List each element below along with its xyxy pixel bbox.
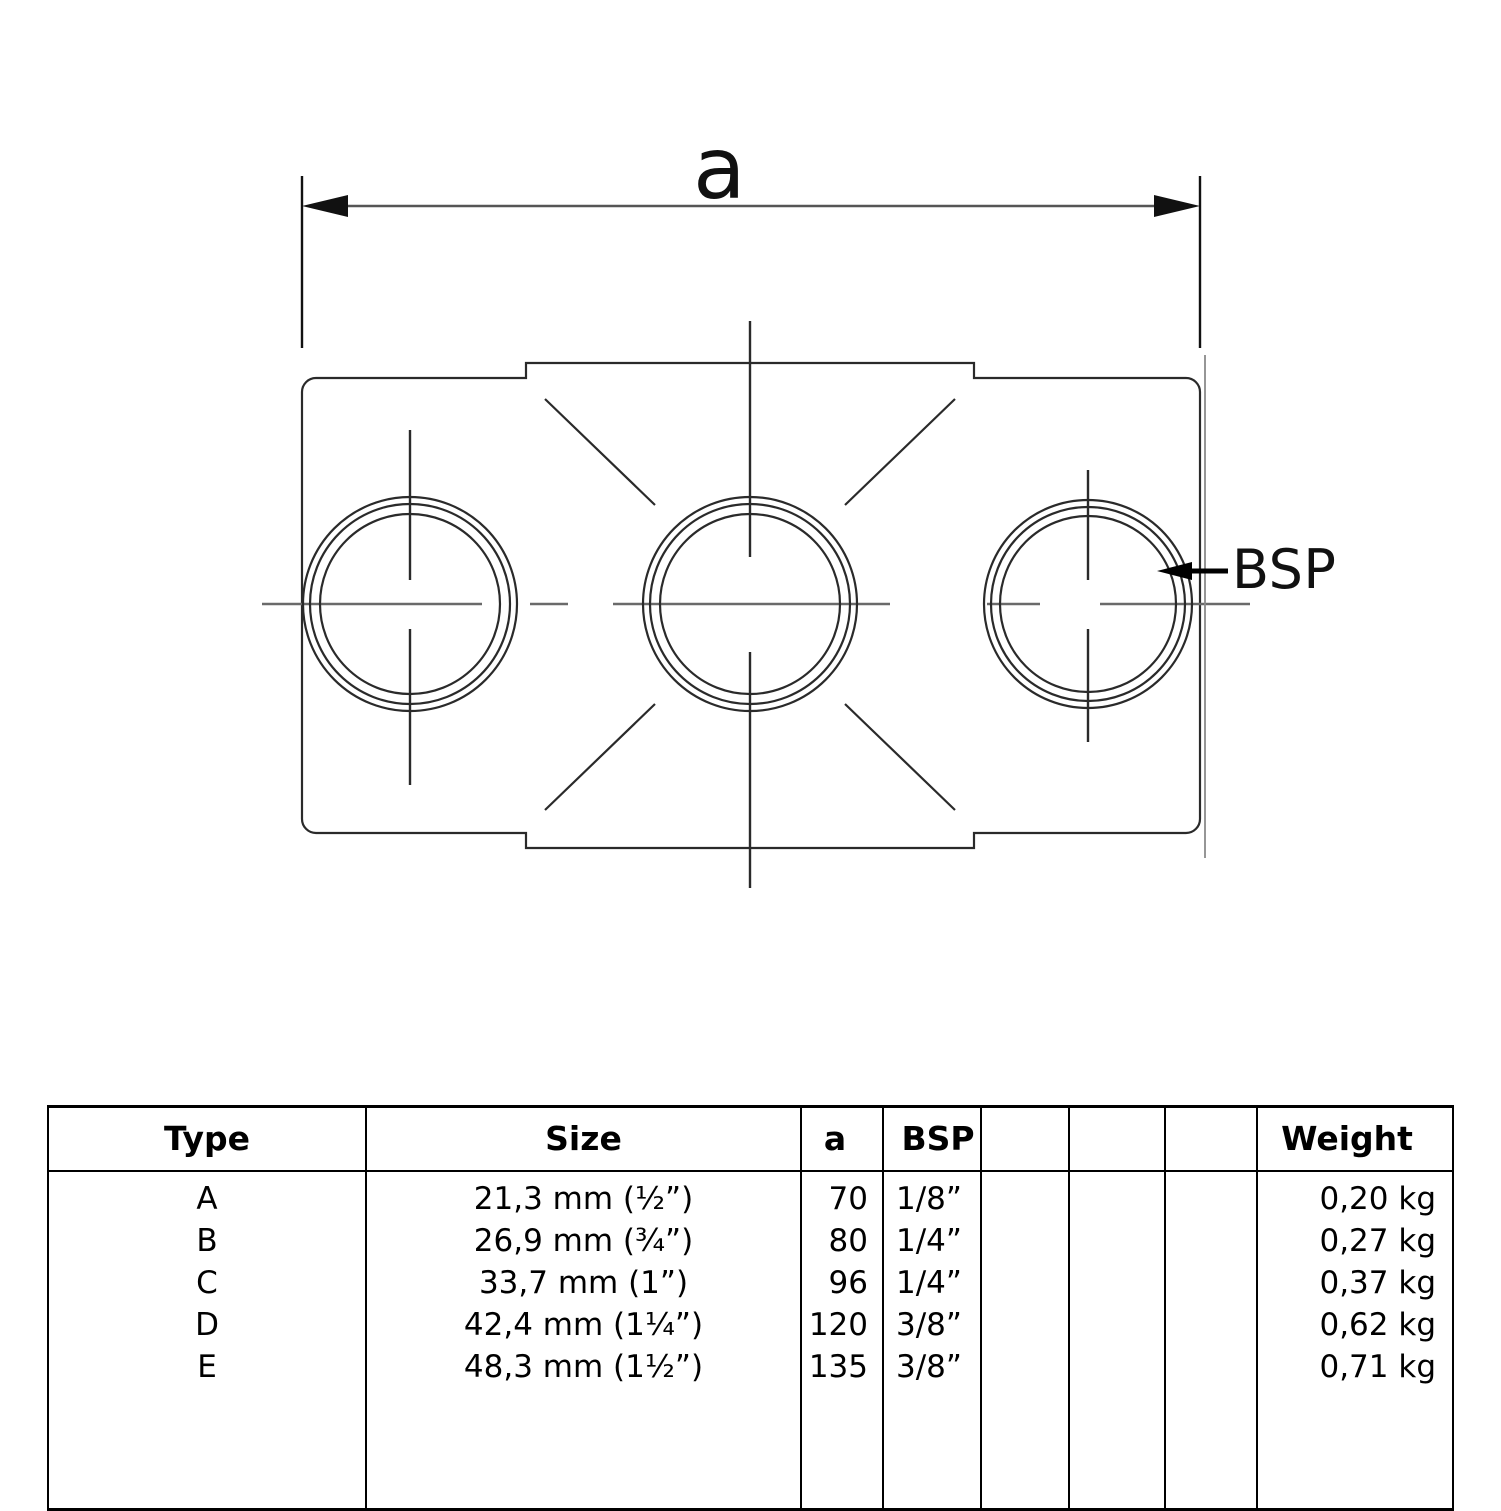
- bsp-callout-label: BSP: [1232, 538, 1337, 601]
- filler-cell-blank-1: [980, 1388, 1070, 1511]
- cell-a: 135: [800, 1346, 884, 1388]
- table-row: D 42,4 mm (1¼”) 120 3/8” 0,62 kg: [47, 1304, 1454, 1346]
- cell-size: 21,3 mm (½”): [365, 1170, 802, 1220]
- cell-type: C: [47, 1262, 367, 1304]
- filler-cell-size: [365, 1388, 802, 1511]
- table-row: C 33,7 mm (1”) 96 1/4” 0,37 kg: [47, 1262, 1454, 1304]
- cell-blank-3: [1164, 1170, 1258, 1220]
- cell-bsp: 3/8”: [882, 1346, 982, 1388]
- cell-blank-1: [980, 1262, 1070, 1304]
- cell-blank-1: [980, 1170, 1070, 1220]
- bsp-arrowhead-icon: [1157, 562, 1192, 580]
- diagonal-top-left: [544, 398, 656, 506]
- cell-weight: 0,27 kg: [1256, 1220, 1454, 1262]
- diagonal-bottom-right: [844, 703, 956, 811]
- cell-size: 42,4 mm (1¼”): [365, 1304, 802, 1346]
- cell-type: A: [47, 1170, 367, 1220]
- cell-blank-3: [1164, 1262, 1258, 1304]
- right-socket: [982, 498, 1194, 710]
- table-body: A 21,3 mm (½”) 70 1/8” 0,20 kg B 26,9 mm…: [47, 1170, 1454, 1511]
- arrowhead-left-icon: [302, 195, 348, 217]
- cell-size: 26,9 mm (¾”): [365, 1220, 802, 1262]
- cell-type: B: [47, 1220, 367, 1262]
- cell-weight: 0,20 kg: [1256, 1170, 1454, 1220]
- filler-cell-weight: [1256, 1388, 1454, 1511]
- cell-blank-3: [1164, 1220, 1258, 1262]
- dimension-a-group: [300, 176, 1202, 348]
- cell-a: 120: [800, 1304, 884, 1346]
- diagonal-top-right: [844, 398, 956, 506]
- center-socket-outer-circle: [641, 495, 859, 713]
- bsp-callout-leader: [1157, 562, 1228, 580]
- center-socket-mid-circle: [648, 502, 852, 706]
- cell-blank-3: [1164, 1346, 1258, 1388]
- left-socket-mid-circle: [308, 502, 512, 706]
- cell-blank-2: [1068, 1346, 1166, 1388]
- cell-blank-1: [980, 1304, 1070, 1346]
- arrowhead-right-icon: [1154, 195, 1200, 217]
- left-socket-bore-circle: [318, 512, 502, 696]
- cell-blank-1: [980, 1346, 1070, 1388]
- center-hub-diagonals: [544, 398, 956, 811]
- column-header-bsp: BSP: [882, 1105, 982, 1172]
- table-row: E 48,3 mm (1½”) 135 3/8” 0,71 kg: [47, 1346, 1454, 1388]
- cell-bsp: 3/8”: [882, 1304, 982, 1346]
- right-socket-mid-circle: [989, 505, 1187, 703]
- cell-bsp: 1/4”: [882, 1262, 982, 1304]
- cell-a: 96: [800, 1262, 884, 1304]
- column-header-size: Size: [365, 1105, 802, 1172]
- column-header-a: a: [800, 1105, 884, 1172]
- column-header-blank-3: [1164, 1105, 1258, 1172]
- cell-type: D: [47, 1304, 367, 1346]
- specification-table: Type Size a BSP Weight A 21,3 mm (½”) 70…: [47, 1105, 1454, 1511]
- cell-blank-2: [1068, 1304, 1166, 1346]
- filler-cell-bsp: [882, 1388, 982, 1511]
- diagonal-bottom-left: [544, 703, 656, 811]
- right-socket-bore-circle: [998, 514, 1178, 694]
- table-filler-row: [47, 1388, 1454, 1511]
- cell-size: 48,3 mm (1½”): [365, 1346, 802, 1388]
- cell-type: E: [47, 1346, 367, 1388]
- left-socket: [301, 495, 519, 713]
- table-row: A 21,3 mm (½”) 70 1/8” 0,20 kg: [47, 1170, 1454, 1220]
- cell-blank-2: [1068, 1170, 1166, 1220]
- cell-blank-3: [1164, 1304, 1258, 1346]
- filler-cell-type: [47, 1388, 367, 1511]
- cell-size: 33,7 mm (1”): [365, 1262, 802, 1304]
- table-row: B 26,9 mm (¾”) 80 1/4” 0,27 kg: [47, 1220, 1454, 1262]
- cell-weight: 0,37 kg: [1256, 1262, 1454, 1304]
- right-socket-outer-circle: [982, 498, 1194, 710]
- left-socket-outer-circle: [301, 495, 519, 713]
- filler-cell-blank-2: [1068, 1388, 1166, 1511]
- fitting-body-outline: [300, 361, 1202, 850]
- table-header-row: Type Size a BSP Weight: [47, 1105, 1454, 1172]
- column-header-blank-2: [1068, 1105, 1166, 1172]
- cell-blank-1: [980, 1220, 1070, 1262]
- cell-blank-2: [1068, 1220, 1166, 1262]
- filler-cell-blank-3: [1164, 1388, 1258, 1511]
- filler-cell-a: [800, 1388, 884, 1511]
- cell-a: 80: [800, 1220, 884, 1262]
- body-profile-path: [300, 361, 1202, 850]
- column-header-weight: Weight: [1256, 1105, 1454, 1172]
- cell-blank-2: [1068, 1262, 1166, 1304]
- column-header-type: Type: [47, 1105, 367, 1172]
- cell-weight: 0,71 kg: [1256, 1346, 1454, 1388]
- centerlines-group: [262, 321, 1250, 888]
- center-socket: [641, 495, 859, 713]
- column-header-blank-1: [980, 1105, 1070, 1172]
- cell-bsp: 1/4”: [882, 1220, 982, 1262]
- cell-a: 70: [800, 1170, 884, 1220]
- center-socket-bore-circle: [658, 512, 842, 696]
- cell-bsp: 1/8”: [882, 1170, 982, 1220]
- dimension-label-a: a: [693, 119, 746, 219]
- cell-weight: 0,62 kg: [1256, 1304, 1454, 1346]
